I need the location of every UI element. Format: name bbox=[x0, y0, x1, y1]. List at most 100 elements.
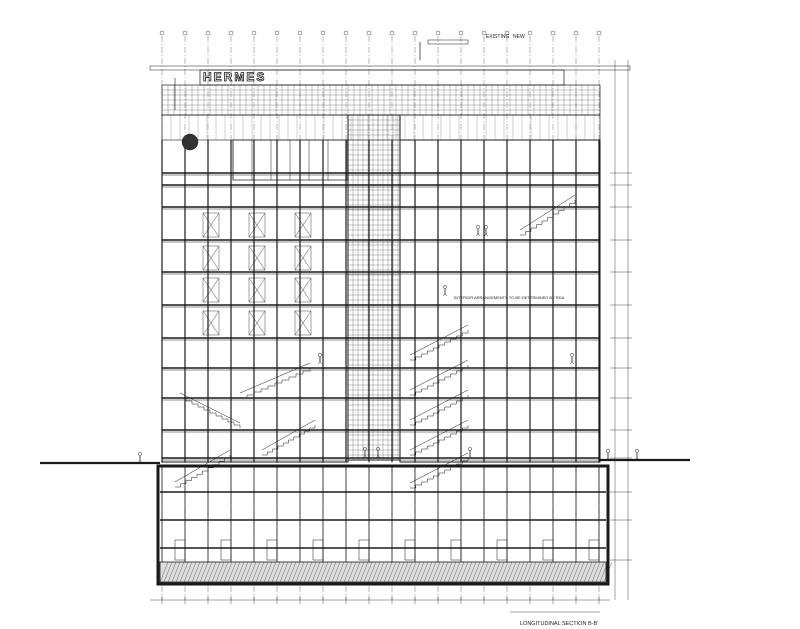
hatch-line bbox=[587, 561, 597, 583]
stair-right-upper bbox=[519, 194, 576, 236]
upper-band bbox=[161, 114, 601, 141]
stair-rail bbox=[409, 324, 469, 356]
hatch-line bbox=[423, 561, 433, 583]
person bbox=[363, 447, 367, 459]
person-leg bbox=[376, 454, 379, 459]
grid-bubble bbox=[458, 30, 464, 36]
x-brace-panel bbox=[294, 212, 312, 238]
grid-bubble bbox=[343, 30, 349, 36]
basement-wall bbox=[156, 464, 610, 586]
hatch-line bbox=[451, 561, 461, 583]
stair-rail bbox=[261, 419, 316, 451]
person bbox=[635, 449, 639, 461]
interior-note: INTERIOR ARRANGEMENTS TO BE DETERMINED B… bbox=[454, 295, 565, 300]
hatch-line bbox=[475, 561, 485, 583]
person bbox=[318, 353, 322, 365]
hatch-line bbox=[563, 561, 573, 583]
person-leg bbox=[364, 454, 367, 459]
hatch-line bbox=[163, 561, 173, 583]
hatch-line bbox=[551, 561, 561, 583]
grid-bubble bbox=[504, 30, 510, 36]
person-leg bbox=[484, 232, 487, 237]
hatch-line bbox=[235, 561, 245, 583]
building-structure bbox=[40, 39, 690, 586]
x-brace-panel bbox=[202, 310, 220, 336]
hatch-line bbox=[543, 561, 553, 583]
hatch-line bbox=[207, 561, 217, 583]
hatch-line bbox=[415, 561, 425, 583]
person-head bbox=[376, 447, 380, 451]
hatch-line bbox=[519, 561, 529, 583]
stair-left-1 bbox=[179, 392, 241, 428]
hatch-line bbox=[327, 561, 337, 583]
hatch-line bbox=[223, 561, 233, 583]
x-brace-panel bbox=[248, 212, 266, 238]
hatch-line bbox=[567, 561, 577, 583]
hatch-line bbox=[603, 561, 613, 583]
person-leg bbox=[606, 456, 609, 461]
grid-bubble bbox=[182, 30, 188, 36]
x-brace bbox=[248, 245, 266, 271]
hatch-line bbox=[407, 561, 417, 583]
basement-door bbox=[588, 539, 600, 561]
grid-bubble bbox=[366, 30, 372, 36]
hatch-line bbox=[579, 561, 589, 583]
roof-crane-arm bbox=[427, 39, 469, 45]
x-brace-panel bbox=[294, 310, 312, 336]
hatch-line bbox=[287, 561, 297, 583]
basement-door bbox=[450, 539, 462, 561]
hatch-line bbox=[335, 561, 345, 583]
person-leg bbox=[139, 459, 142, 464]
person-leg bbox=[138, 459, 141, 464]
hatch-line bbox=[227, 561, 237, 583]
hatch-line bbox=[399, 561, 409, 583]
hatch-line bbox=[447, 561, 457, 583]
hatch-line bbox=[375, 561, 385, 583]
grid-bubble bbox=[389, 30, 395, 36]
person-head bbox=[484, 225, 488, 229]
stair-left-3 bbox=[261, 419, 316, 456]
person bbox=[476, 225, 480, 237]
stair-rail bbox=[239, 362, 311, 394]
hatch-line bbox=[279, 561, 289, 583]
person-head bbox=[476, 225, 480, 229]
hatch-line bbox=[435, 561, 445, 583]
hatch-line bbox=[255, 561, 265, 583]
grid-bubble bbox=[274, 30, 280, 36]
stair-rail bbox=[409, 389, 469, 421]
person-leg bbox=[444, 292, 447, 297]
hatch-line bbox=[411, 561, 421, 583]
person-leg bbox=[468, 454, 471, 459]
person-leg bbox=[319, 360, 322, 365]
hermes-sign: HERMES bbox=[203, 70, 266, 84]
hatch-line bbox=[431, 561, 441, 583]
person-leg bbox=[377, 454, 380, 459]
hatch-line bbox=[339, 561, 349, 583]
person bbox=[570, 353, 574, 365]
person-leg bbox=[570, 360, 573, 365]
hatch-line bbox=[495, 561, 505, 583]
grid-bubble bbox=[527, 30, 533, 36]
hatch-line bbox=[571, 561, 581, 583]
section-title: LONGITUDINAL SECTION B-B' bbox=[520, 621, 598, 627]
hatch-line bbox=[383, 561, 393, 583]
person-leg bbox=[485, 232, 488, 237]
x-brace bbox=[294, 245, 312, 271]
person bbox=[484, 225, 488, 237]
human-figures bbox=[138, 225, 639, 464]
person bbox=[606, 449, 610, 461]
dimension-lines bbox=[150, 60, 632, 613]
hatch-line bbox=[239, 561, 249, 583]
hatch-line bbox=[351, 561, 361, 583]
hatch-line bbox=[527, 561, 537, 583]
x-brace bbox=[202, 310, 220, 336]
hatch-line bbox=[575, 561, 585, 583]
hatch-line bbox=[419, 561, 429, 583]
hatch-line bbox=[159, 561, 169, 583]
grid-bubble bbox=[297, 30, 303, 36]
person bbox=[376, 447, 380, 459]
x-brace-panel bbox=[294, 277, 312, 303]
hatch-line bbox=[175, 561, 185, 583]
hatch-line bbox=[595, 561, 605, 583]
x-brace bbox=[248, 310, 266, 336]
